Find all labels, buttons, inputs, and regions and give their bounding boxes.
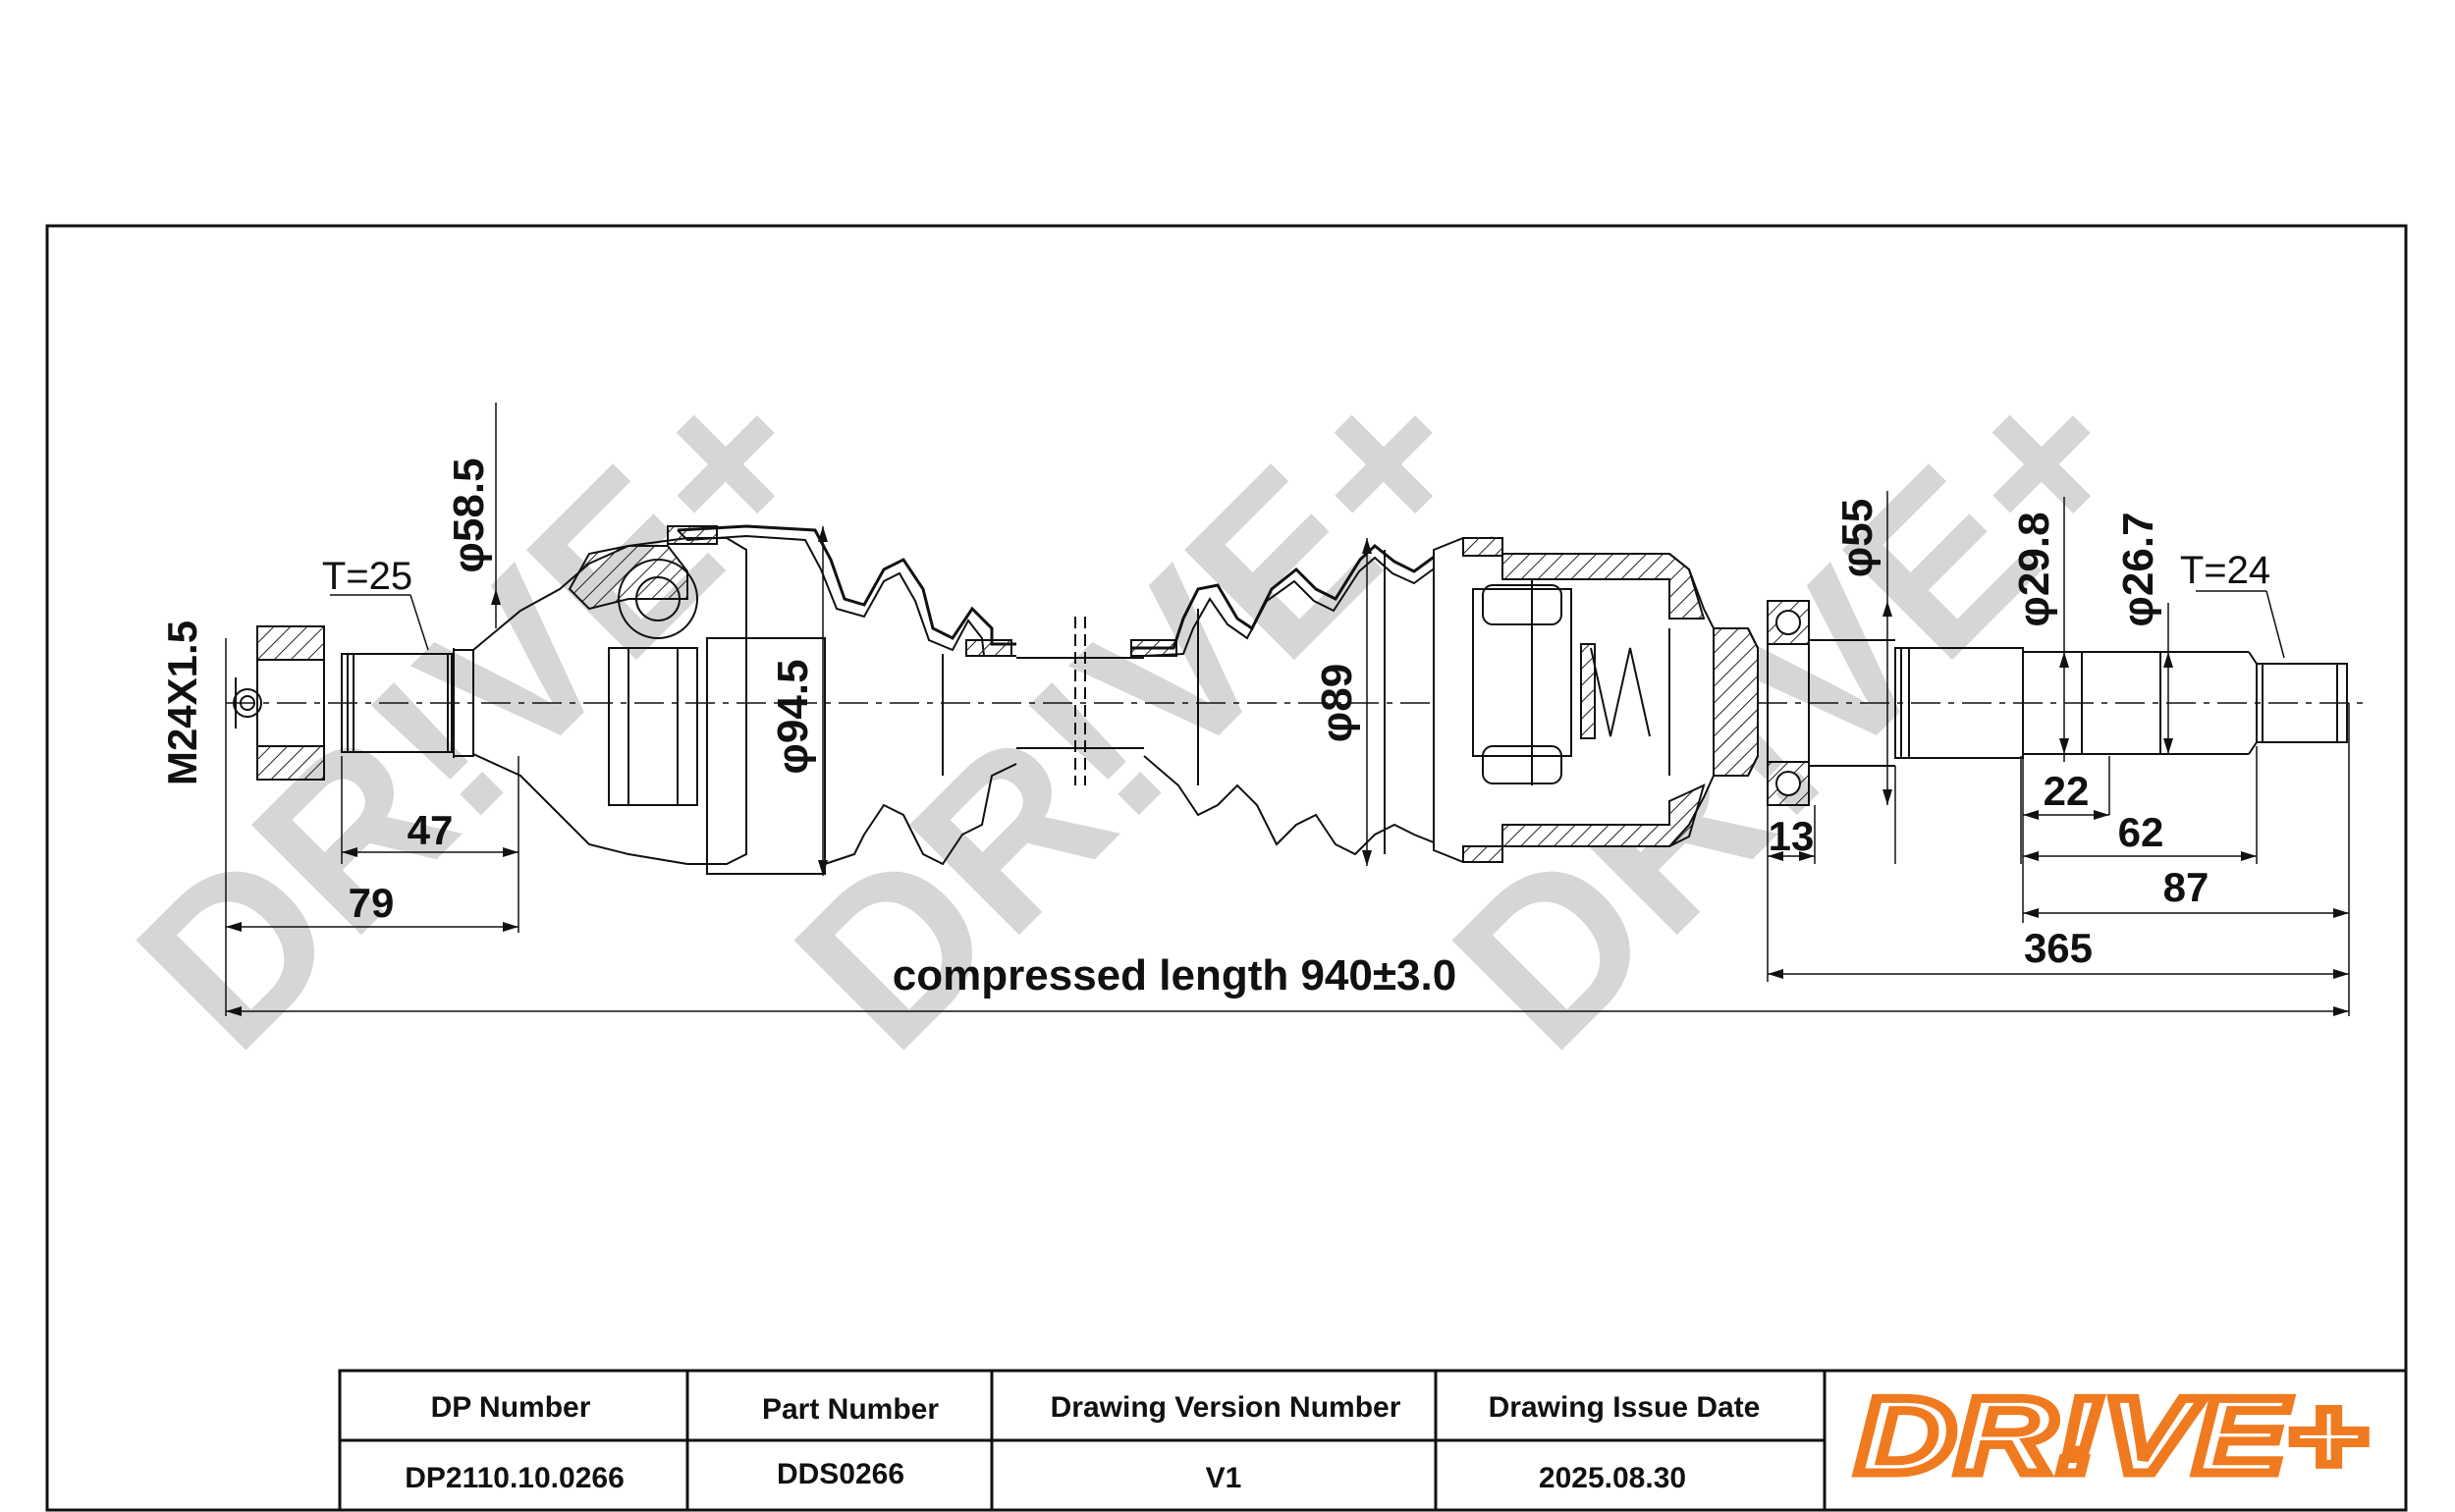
drive-shaft [226,524,2367,875]
diameter-55-label: φ55 [1833,499,1882,577]
thread-label: M24X1.5 [159,621,205,785]
header-issue-date: Drawing Issue Date [1489,1391,1761,1424]
title-block: DP Number Part Number Drawing Version Nu… [338,1369,2408,1512]
length-22-label: 22 [2044,768,2090,814]
t-right-label: T=24 [2180,549,2270,592]
header-dp-number: DP Number [431,1391,591,1424]
brand-logo: DR!VE+ [1852,1372,2372,1501]
svg-text:DR!VE+: DR!VE+ [1856,1376,2367,1496]
diameter-29-8-label: φ29.8 [2010,512,2058,626]
inner-tripod-joint [1433,537,1759,863]
diameter-89-label: φ89 [1313,664,1361,742]
length-47-label: 47 [408,807,454,853]
length-365-label: 365 [2024,925,2093,971]
svg-text:DR!VE+: DR!VE+ [90,326,859,1095]
inner-boot [1130,536,1494,861]
middle-shaft [1016,617,1144,785]
diameter-58-5-label: φ58.5 [445,458,493,572]
value-part-number: DDS0266 [777,1458,904,1490]
length-87-label: 87 [2163,864,2210,910]
t-left-label: T=25 [322,555,412,598]
dimension-arrows [226,526,2349,1016]
header-part-number: Part Number [762,1393,939,1426]
value-version: V1 [1206,1462,1242,1494]
threaded-stub [341,648,474,758]
diameter-26-7-label: φ26.7 [2114,512,2162,626]
header-version: Drawing Version Number [1051,1391,1401,1424]
value-dp-number: DP2110.10.0266 [405,1462,625,1494]
outer-boot [667,524,1017,874]
length-62-label: 62 [2118,809,2164,855]
dimension-labels: M24X1.5 T=25 T=24 φ58.5 φ94.5 φ89 φ55 φ2… [159,458,2270,999]
right-bearing [1767,600,1895,806]
dimension-lines [225,403,2350,1016]
value-issue-date: 2025.08.30 [1539,1462,1686,1494]
length-13-label: 13 [1769,813,1815,859]
length-79-label: 79 [349,880,395,926]
diameter-94-5-label: φ94.5 [769,659,817,774]
axle-nut [233,625,325,781]
right-spline-stub [1894,647,2348,759]
watermark-logo: DR!VE+ [90,326,859,1095]
compressed-length-label: compressed length 940±3.0 [893,951,1456,999]
